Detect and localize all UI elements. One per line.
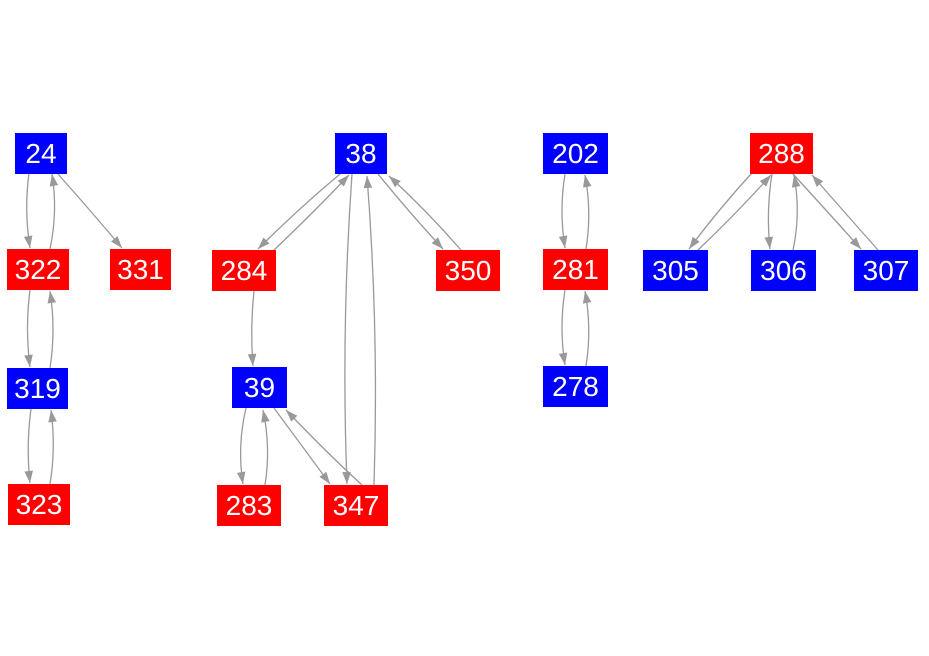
node-323: 323	[8, 484, 70, 525]
arrowhead-322-24	[49, 174, 59, 187]
edge-38-347	[344, 173, 353, 485]
node-322: 322	[7, 249, 69, 290]
arrowhead-24-331	[110, 236, 122, 248]
arrowhead-322-319	[24, 354, 33, 367]
edge-350-38	[388, 175, 462, 251]
arrowhead-281-278	[558, 352, 568, 365]
arrowhead-284-39	[247, 353, 257, 366]
edge-288-307	[792, 173, 862, 250]
arrowhead-24-322	[23, 235, 33, 248]
arrowhead-288-306	[764, 236, 774, 249]
arrowhead-306-288	[791, 175, 801, 188]
node-288: 288	[750, 133, 813, 174]
arrowhead-38-347	[342, 471, 351, 484]
node-319: 319	[7, 368, 68, 409]
node-278: 278	[543, 366, 608, 407]
arrowhead-202-281	[558, 235, 568, 248]
arrowhead-305-288	[759, 175, 771, 187]
edge-284-38	[273, 174, 350, 251]
arrowhead-281-202	[583, 175, 592, 188]
edge-307-288	[811, 174, 879, 251]
arrowhead-319-322	[47, 291, 57, 304]
node-350: 350	[436, 250, 500, 291]
edge-288-305	[688, 173, 752, 250]
node-24: 24	[15, 133, 67, 174]
arrowhead-323-319	[48, 410, 57, 423]
arrowhead-38-284	[258, 237, 270, 249]
arrowhead-288-305	[689, 236, 700, 249]
node-283: 283	[217, 485, 281, 526]
node-202: 202	[543, 133, 608, 174]
arrowhead-39-347	[319, 471, 330, 484]
node-38: 38	[335, 133, 387, 174]
node-331: 331	[110, 249, 171, 290]
node-307: 307	[854, 250, 918, 291]
edge-305-288	[697, 174, 772, 251]
arrowhead-288-307	[849, 237, 861, 249]
arrowhead-39-283	[236, 471, 246, 484]
node-306: 306	[751, 250, 816, 291]
arrowhead-283-39	[261, 410, 270, 423]
node-305: 305	[643, 250, 708, 291]
edge-38-284	[257, 173, 341, 250]
node-347: 347	[324, 485, 388, 526]
arrowhead-307-288	[812, 175, 824, 187]
node-284: 284	[212, 250, 276, 291]
edge-38-350	[377, 173, 444, 250]
arrowhead-347-38	[363, 176, 373, 189]
arrowhead-347-39	[286, 410, 298, 422]
edge-347-39	[285, 409, 363, 486]
edge-347-38	[366, 175, 377, 486]
node-39: 39	[232, 367, 287, 408]
edge-24-331	[57, 173, 123, 249]
arrowhead-319-323	[24, 470, 33, 483]
node-281: 281	[543, 249, 608, 290]
arrowhead-284-38	[337, 175, 349, 187]
arrowhead-278-281	[582, 291, 592, 304]
arrowhead-38-350	[431, 237, 443, 249]
arrowhead-350-38	[389, 176, 401, 188]
